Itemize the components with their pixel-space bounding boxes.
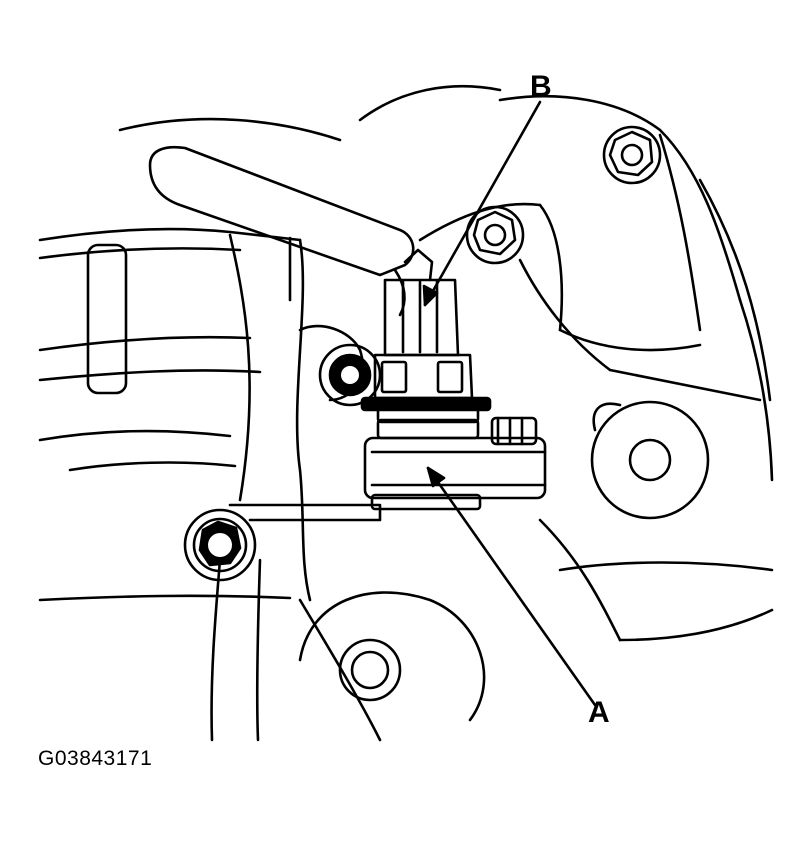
hose [148,145,415,317]
figure-code: G03843171 [38,747,153,770]
leader-line-b [422,100,542,307]
bolt-left [183,508,257,582]
round-boss-right [590,400,710,520]
bolt-top-right [602,125,662,185]
mounting-plate [228,503,382,522]
round-boss-bottom [298,591,486,722]
sensor-connector [373,248,474,400]
bolt-mid-left [318,343,382,407]
part-label-a: A [588,696,610,729]
left-bracket [86,243,128,395]
bolt-upper-right [465,205,525,265]
leader-line-a [426,466,597,707]
knock-sensor-body [360,396,547,511]
part-label-b: B [530,70,552,103]
engine-housing-outline [38,84,774,742]
